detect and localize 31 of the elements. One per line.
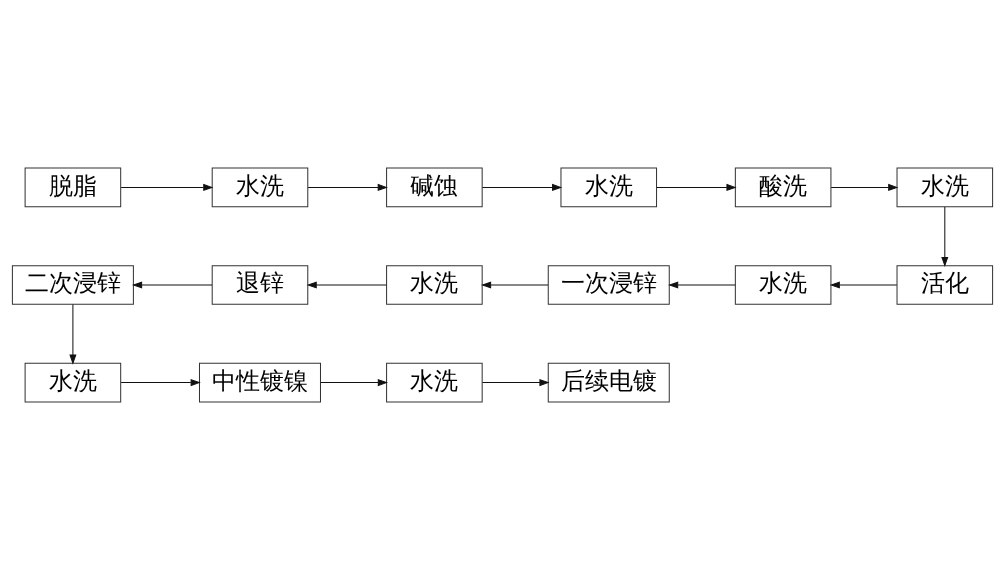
node-box: 二次浸锌 bbox=[11, 265, 134, 305]
node-box: 中性镀镍 bbox=[199, 362, 321, 403]
node-box: 退锌 bbox=[211, 265, 309, 305]
arrow bbox=[668, 281, 736, 289]
node-box: 水洗 bbox=[386, 265, 483, 305]
arrow bbox=[656, 183, 737, 191]
arrow bbox=[320, 379, 388, 387]
arrow bbox=[830, 183, 899, 191]
node-box: 活化 bbox=[896, 265, 994, 305]
node-box: 水洗 bbox=[896, 167, 994, 208]
node-box: 水洗 bbox=[734, 265, 832, 305]
node-box: 酸洗 bbox=[734, 167, 832, 208]
arrow bbox=[307, 183, 388, 191]
arrow bbox=[120, 183, 214, 191]
node-box: 水洗 bbox=[560, 167, 658, 208]
arrow bbox=[482, 379, 550, 387]
node-box: 碱蚀 bbox=[386, 167, 483, 208]
node-box: 水洗 bbox=[211, 167, 309, 208]
arrow bbox=[306, 281, 387, 289]
node-box: 一次浸锌 bbox=[547, 265, 670, 305]
node-box: 后续电镀 bbox=[547, 362, 670, 403]
node-box: 水洗 bbox=[24, 362, 122, 403]
arrow bbox=[482, 183, 563, 191]
arrow bbox=[480, 281, 549, 289]
arrow bbox=[829, 281, 898, 289]
arrow bbox=[131, 281, 213, 289]
arrow bbox=[69, 304, 77, 365]
arrow bbox=[941, 206, 949, 268]
node-box: 脱脂 bbox=[24, 167, 122, 208]
arrow bbox=[120, 379, 201, 387]
node-box: 水洗 bbox=[386, 362, 483, 403]
